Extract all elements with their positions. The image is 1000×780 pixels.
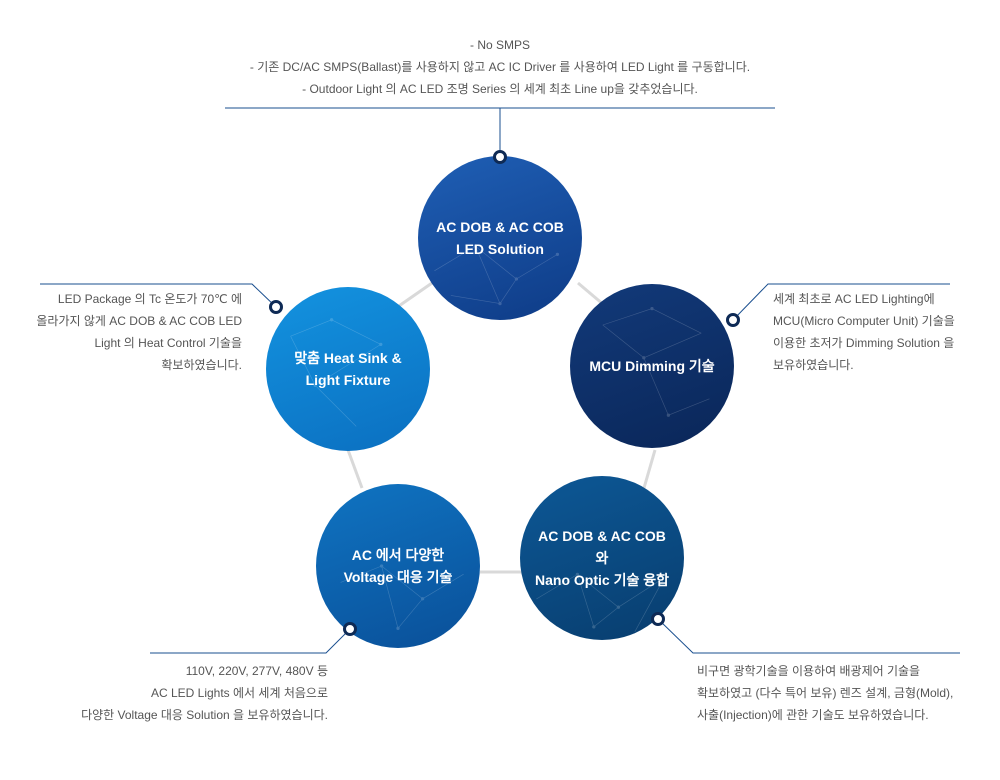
description-left: LED Package 의 Tc 온도가 70℃ 에 올라가지 않게 AC DO… [20, 288, 242, 376]
network-pattern-icon [536, 572, 665, 632]
connector-left-bottomleft [346, 449, 364, 489]
description-line: LED Package 의 Tc 온도가 70℃ 에 [57, 292, 242, 306]
leader-left [40, 283, 277, 308]
description-line: 보유하였습니다. [773, 358, 854, 372]
description-line: 110V, 220V, 277V, 480V 등 [185, 664, 328, 678]
node-mcu-dimming: MCU Dimming 기술 [570, 284, 734, 448]
description-line: Light 의 Heat Control 기술을 [94, 336, 242, 350]
description-line: 다양한 Voltage 대응 Solution 을 보유하였습니다. [81, 708, 328, 722]
description-line: MCU(Micro Computer Unit) 기술을 [773, 314, 955, 328]
description-line: AC LED Lights 에서 세계 처음으로 [150, 686, 328, 700]
description-line: - No SMPS [469, 38, 530, 52]
description-line: 세계 최초로 AC LED Lighting에 [773, 292, 935, 306]
network-pattern-icon [434, 244, 560, 306]
connector-right-bottomright [642, 449, 657, 489]
leader-bottom-left [150, 628, 351, 654]
description-line: - 기존 DC/AC SMPS(Ballast)를 사용하지 않고 AC IC … [249, 60, 751, 74]
node-ac-dob-cob-led-solution: AC DOB & AC COB LED Solution [418, 156, 582, 320]
leader-bottom-right [657, 618, 960, 654]
connector-top-left [395, 281, 433, 310]
description-right: 세계 최초로 AC LED Lighting에 MCU(Micro Comput… [773, 288, 993, 376]
node-label: AC 에서 다양한 Voltage 대응 기술 [343, 547, 453, 585]
description-line: 이용한 초저가 Dimming Solution 을 [773, 336, 955, 350]
description-line: 올라가지 않게 AC DOB & AC COB LED [36, 314, 242, 328]
network-pattern-icon [290, 318, 383, 427]
node-label: AC DOB & AC COB LED Solution [436, 219, 564, 257]
description-line: - Outdoor Light 의 AC LED 조명 Series 의 세계 … [302, 82, 698, 96]
description-bottom-right: 비구면 광학기술을 이용하여 배광제어 기술을 확보하였고 (다수 특어 보유)… [697, 660, 997, 726]
node-voltage-support: AC 에서 다양한 Voltage 대응 기술 [316, 484, 480, 648]
description-line: 확보하였고 (다수 특어 보유) 렌즈 설계, 금형(Mold), [697, 686, 954, 700]
network-pattern-icon [602, 306, 710, 417]
node-nano-optic: AC DOB & AC COB 와 Nano Optic 기술 융합 [520, 476, 684, 640]
description-line: 비구면 광학기술을 이용하여 배광제어 기술을 [697, 664, 921, 678]
description-line: 확보하였습니다. [161, 358, 242, 372]
description-bottom-left: 110V, 220V, 277V, 480V 등 AC LED Lights 에… [20, 660, 328, 726]
node-heat-sink-light-fixture: 맞춤 Heat Sink & Light Fixture [266, 287, 430, 451]
node-label: MCU Dimming 기술 [589, 358, 715, 374]
description-top: - No SMPS - 기존 DC/AC SMPS(Ballast)를 사용하지… [200, 34, 800, 100]
node-label: 맞춤 Heat Sink & Light Fixture [294, 350, 402, 388]
node-label: AC DOB & AC COB 와 Nano Optic 기술 융합 [535, 528, 669, 588]
leader-right [732, 283, 950, 321]
description-line: 사출(Injection)에 관한 기술도 보유하였습니다. [697, 708, 929, 722]
network-pattern-icon [340, 564, 464, 630]
